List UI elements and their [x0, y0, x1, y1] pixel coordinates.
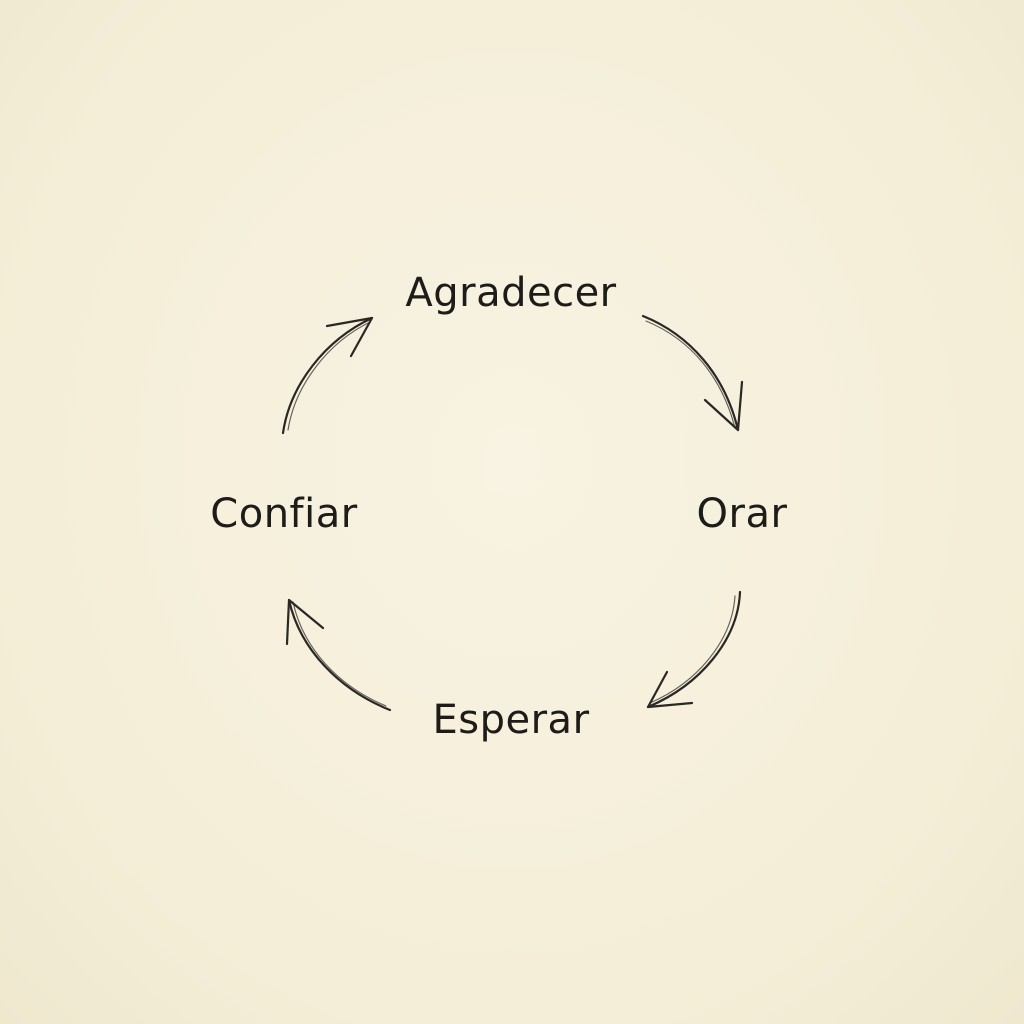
- arrow-orar-to-esperar: [646, 590, 742, 709]
- arrow-agradecer-to-orar: [641, 314, 744, 432]
- arrow-confiar-to-agradecer: [281, 316, 374, 435]
- node-confiar: Confiar: [210, 491, 358, 537]
- node-esperar: Esperar: [432, 697, 590, 743]
- arrow-esperar-to-confiar: [285, 598, 392, 712]
- node-orar: Orar: [696, 491, 788, 537]
- node-agradecer: Agradecer: [405, 270, 617, 316]
